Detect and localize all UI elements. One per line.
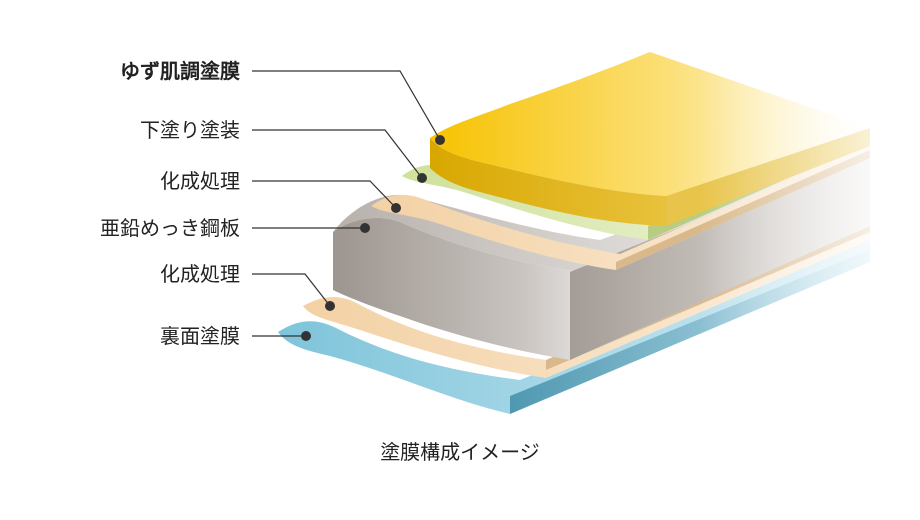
diagram-caption: 塗膜構成イメージ xyxy=(380,440,540,464)
label-primer: 下塗り塗装 xyxy=(140,118,240,142)
label-backcoat: 裏面塗膜 xyxy=(160,324,240,348)
leader-backcoat xyxy=(252,331,311,341)
leader-chem2 xyxy=(252,273,335,311)
label-topcoat: ゆず肌調塗膜 xyxy=(120,59,240,83)
label-steel: 亜鉛めっき鋼板 xyxy=(100,216,240,240)
leader-steel xyxy=(252,223,370,233)
leader-topcoat xyxy=(252,70,445,145)
label-chem1: 化成処理 xyxy=(160,169,240,193)
label-chem2: 化成処理 xyxy=(160,262,240,286)
leader-chem1 xyxy=(252,180,401,213)
leader-primer xyxy=(252,129,427,183)
